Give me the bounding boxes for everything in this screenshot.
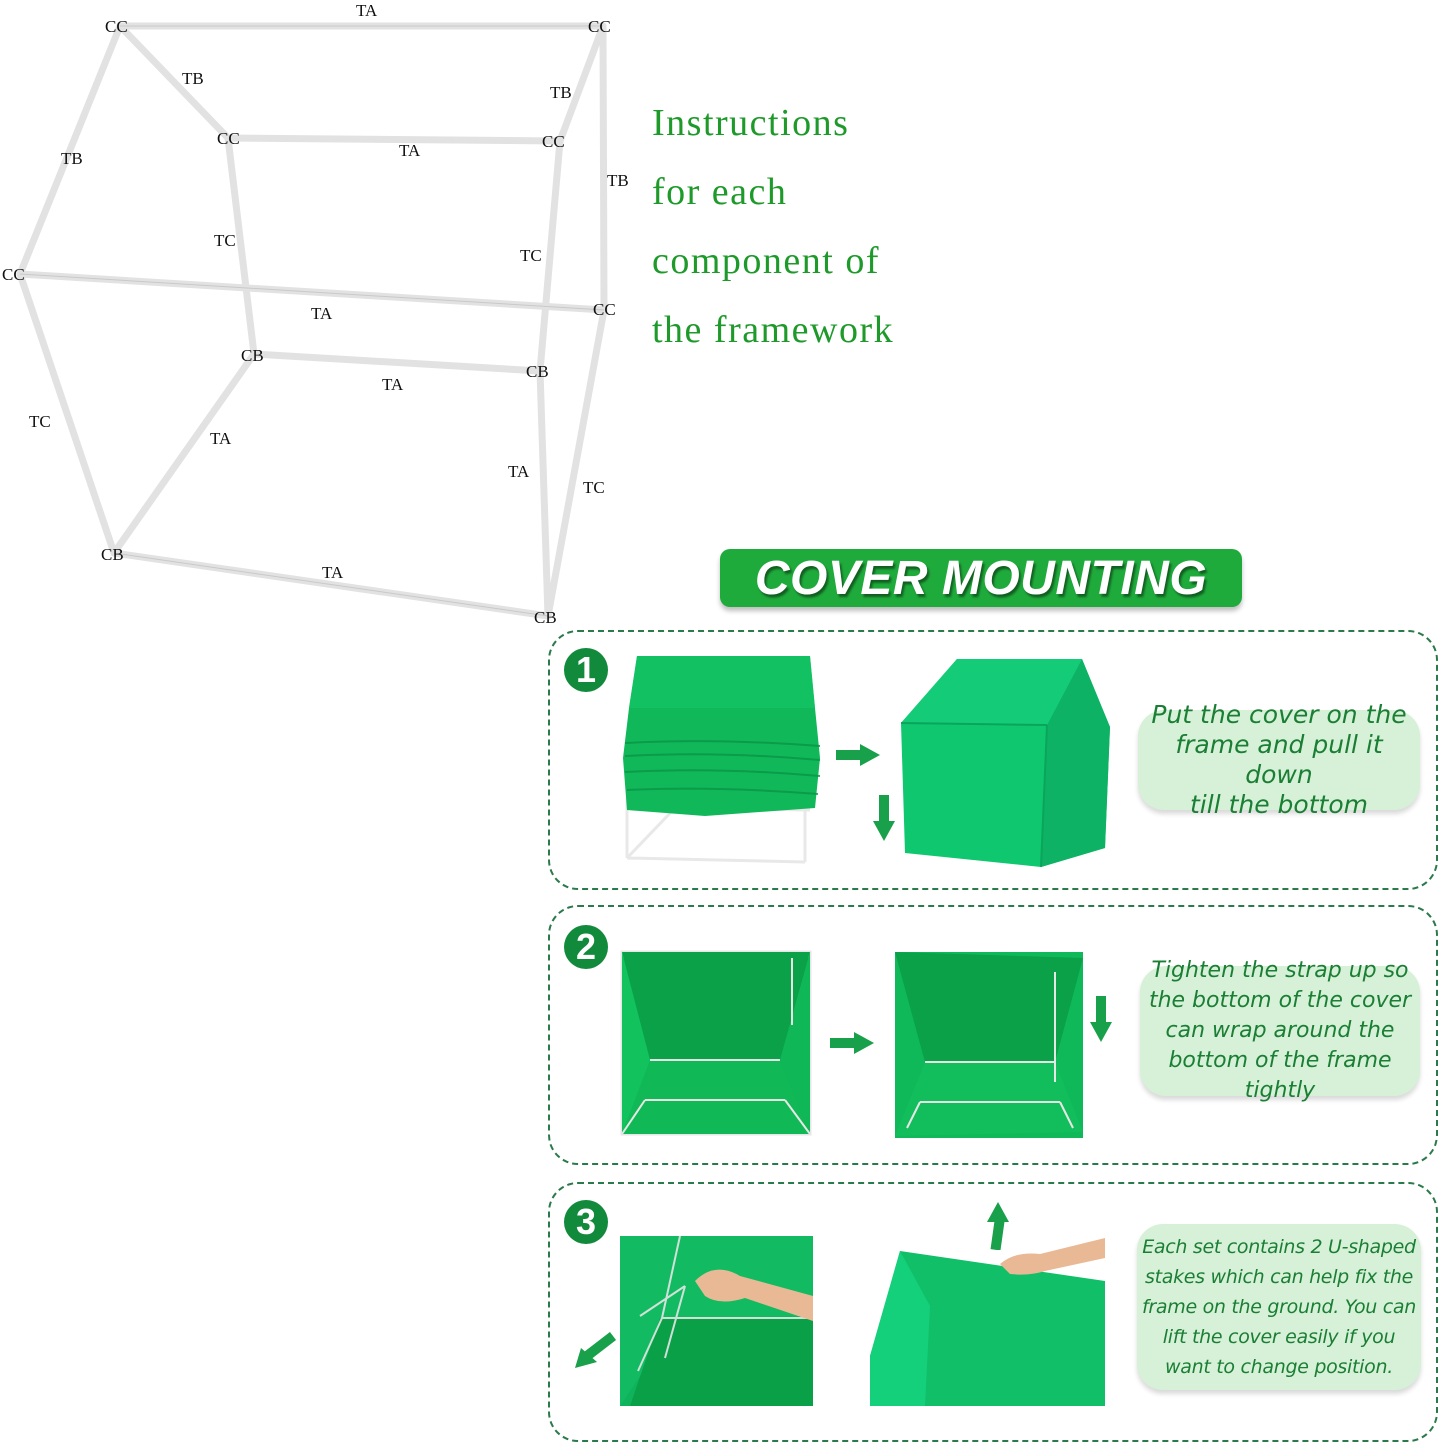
caption-line: can wrap around the	[1165, 1018, 1395, 1043]
step-1-caption: Put the cover on the frame and pull it d…	[1138, 700, 1420, 819]
frame-label-cc: CC	[593, 300, 616, 319]
frame-label-cc: CC	[105, 17, 128, 36]
cover-on-frame-photo	[623, 656, 821, 864]
frame-label-ta: TA	[399, 141, 421, 160]
frame-label-tc: TC	[29, 412, 51, 431]
heading-line: Instructions	[652, 102, 850, 144]
frame-label-tb: TB	[550, 83, 572, 102]
step-number-badge: 3	[564, 1200, 608, 1244]
instructions-heading: Instructions for each component of the f…	[652, 98, 894, 374]
frame-label-ta: TA	[356, 1, 378, 20]
frame-label-ta: TA	[508, 462, 530, 481]
frame-label-tb: TB	[61, 149, 83, 168]
heading-line: component of	[652, 240, 881, 282]
frame-label-tb: TB	[607, 171, 629, 190]
caption-line: Tighten the strap up so	[1151, 958, 1409, 983]
caption-line: want to change position.	[1165, 1356, 1393, 1378]
caption-line: frame on the ground. You can	[1142, 1296, 1416, 1318]
frame-label-cb: CB	[534, 608, 557, 627]
frame-label-ta: TA	[210, 429, 232, 448]
caption-line: till the bottom	[1190, 790, 1368, 819]
house-cover-photo	[900, 659, 1110, 868]
caption-line: stakes which can help fix the	[1144, 1266, 1414, 1288]
arrow-down-left-icon	[575, 1332, 617, 1373]
banner-title: COVER MOUNTING	[754, 551, 1208, 605]
frame-label-cb: CB	[241, 346, 264, 365]
step-number-badge: 2	[564, 925, 608, 969]
step-1-panel: 1	[548, 630, 1438, 890]
frame-label-cc: CC	[217, 129, 240, 148]
heading-line: for each	[652, 171, 788, 213]
caption-line: Put the cover on the	[1151, 700, 1407, 729]
frame-label-tc: TC	[214, 231, 236, 250]
caption-line: frame and pull it down	[1175, 730, 1383, 789]
frame-label-ta: TA	[322, 563, 344, 582]
u-stake-insert-photo	[620, 1236, 813, 1406]
step-2-panel: 2	[548, 905, 1438, 1165]
frame-label-cc: CC	[2, 265, 25, 284]
heading-line: the framework	[652, 309, 895, 351]
caption-line: Each set contains 2 U-shaped	[1142, 1236, 1416, 1258]
frame-label-ta: TA	[382, 375, 404, 394]
arrow-right-icon	[830, 1032, 874, 1059]
frame-label-ta: TA	[311, 304, 333, 323]
cover-mounting-banner: COVER MOUNTING	[720, 549, 1242, 607]
frame-label-cc: CC	[588, 17, 611, 36]
step-number-badge: 1	[564, 648, 608, 692]
cover-inside-view-tight-strap-photo	[895, 952, 1083, 1138]
frame-label-cb: CB	[526, 362, 549, 381]
caption-line: bottom of the frame tightly	[1168, 1048, 1392, 1103]
frame-label-tc: TC	[520, 246, 542, 265]
frame-label-cc: CC	[542, 132, 565, 151]
arrow-down-icon	[1090, 996, 1112, 1047]
pvc-frame-diagram	[16, 22, 608, 620]
arrow-up-icon	[987, 1202, 1009, 1255]
caption-line: lift the cover easily if you	[1162, 1326, 1396, 1348]
arrow-right-icon	[836, 744, 880, 771]
step-3-panel: 3	[548, 1182, 1438, 1442]
step-2-caption: Tighten the strap up so the bottom of th…	[1140, 958, 1420, 1103]
arrow-down-icon	[873, 795, 895, 846]
cover-inside-view-loose-strap-photo	[620, 950, 812, 1136]
caption-line: the bottom of the cover	[1148, 988, 1412, 1013]
frame-label-tc: TC	[583, 478, 605, 497]
step-3-caption: Each set contains 2 U-shaped stakes whic…	[1137, 1224, 1421, 1390]
frame-label-cb: CB	[101, 545, 124, 564]
frame-label-tb: TB	[182, 69, 204, 88]
lift-cover-photo	[870, 1238, 1105, 1406]
